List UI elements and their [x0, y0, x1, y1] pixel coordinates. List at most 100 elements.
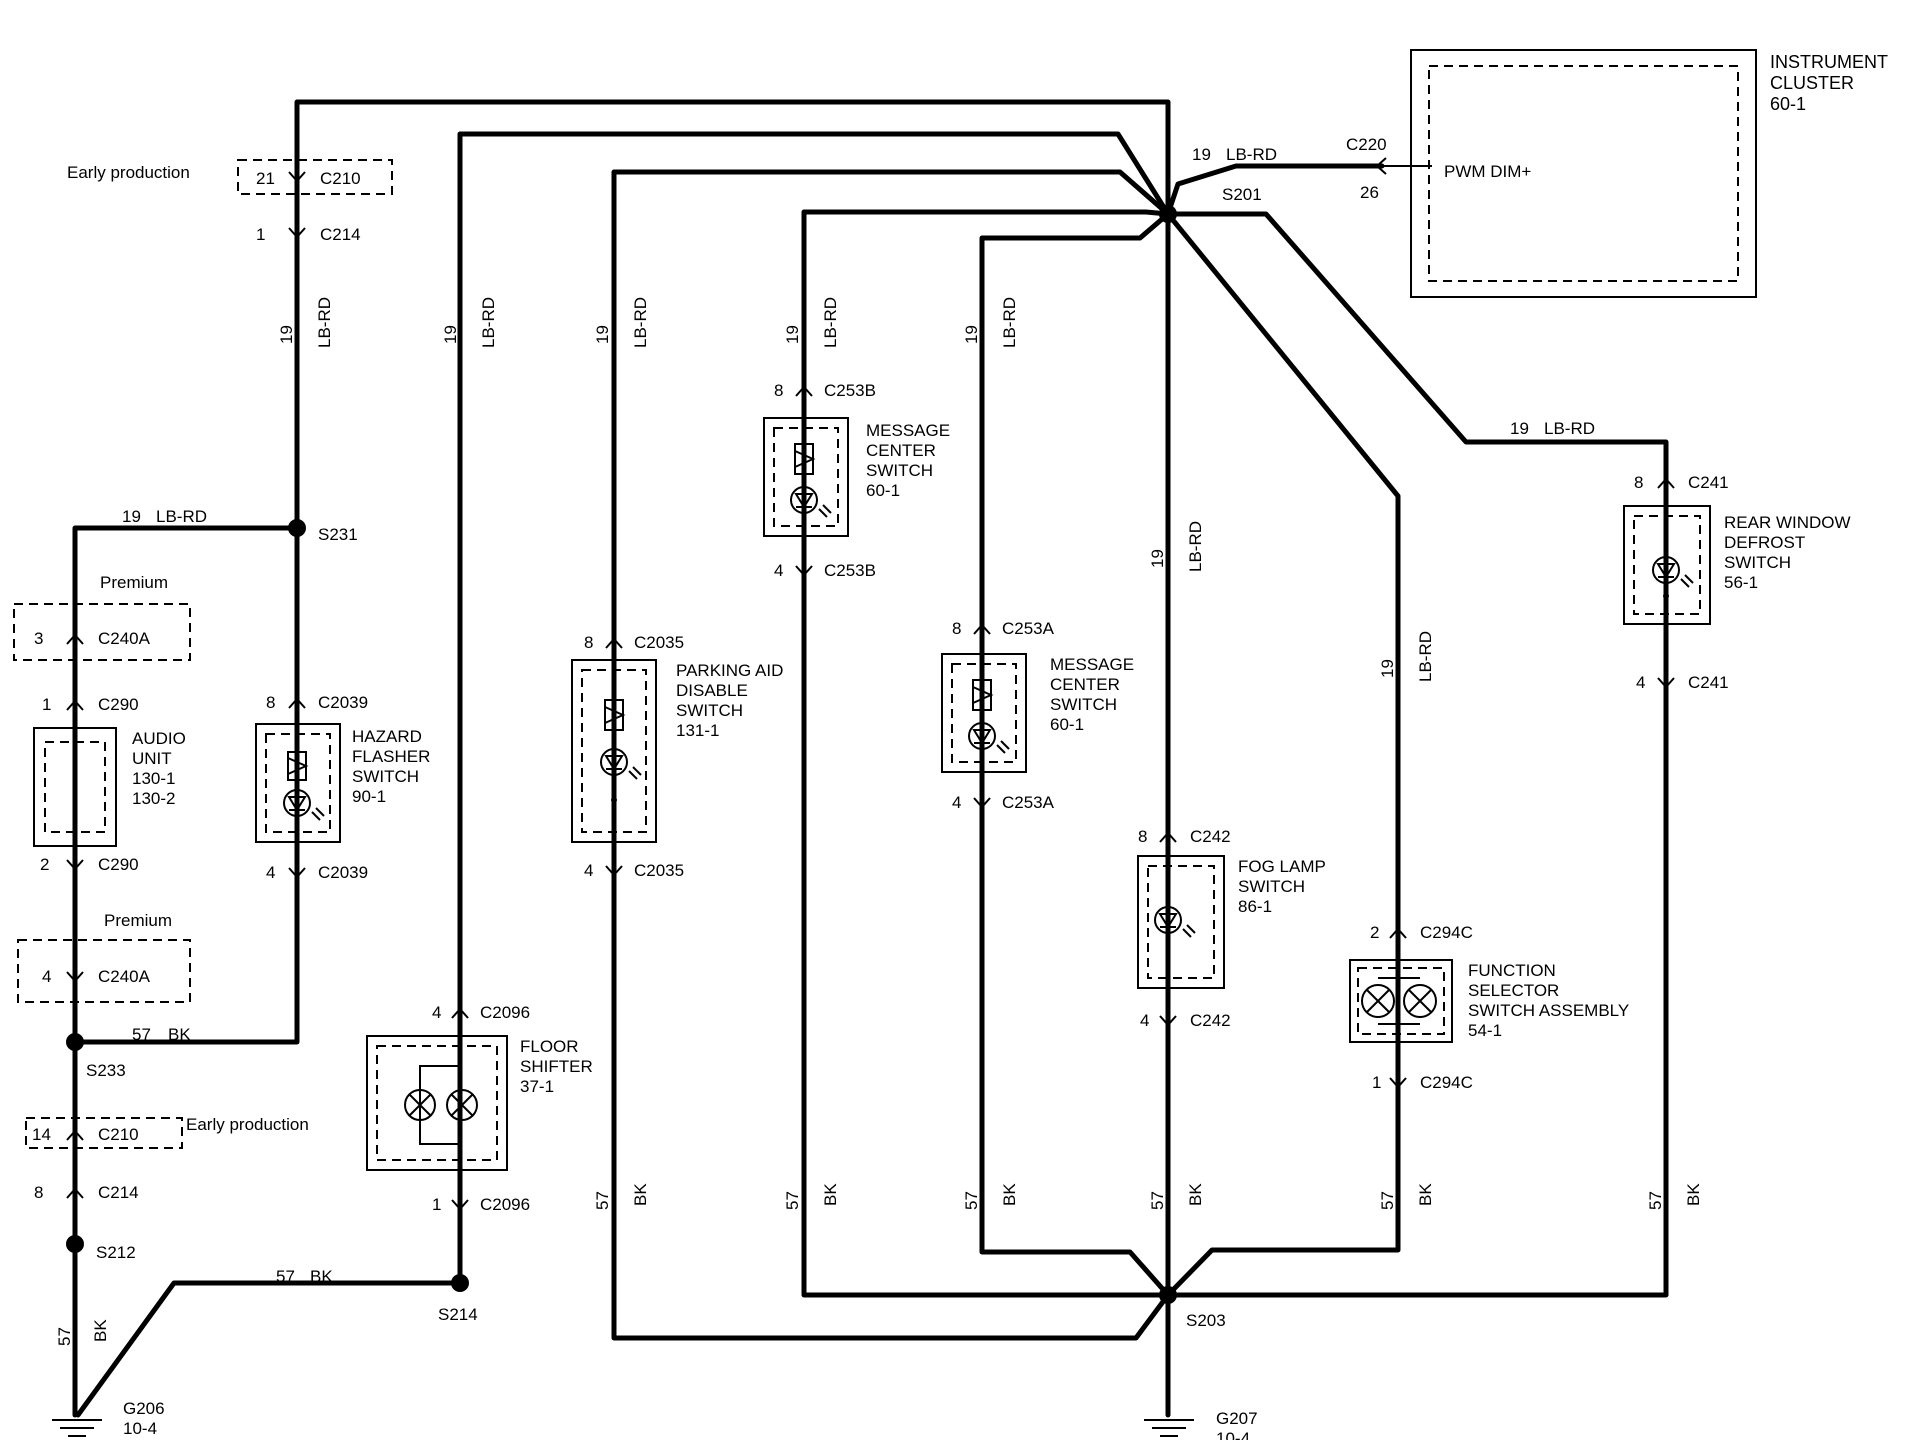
pin-4-c2035: 4 [584, 861, 593, 880]
ground-label-g207: G207 [1216, 1409, 1258, 1428]
connector-label-c242-top: C242 [1190, 827, 1231, 846]
function-selector-line3: SWITCH ASSEMBLY [1468, 1001, 1629, 1020]
wire-num-left: 19 [277, 325, 296, 344]
wire-color-parking: LB-RD [631, 297, 650, 348]
ground-ref-g206: 10-4 [123, 1419, 157, 1438]
hazard-flasher-line3: SWITCH [352, 767, 419, 786]
connector-label-c240a-top: C240A [98, 629, 151, 648]
splice-label-s212: S212 [96, 1243, 136, 1262]
wire-color-left: LB-RD [315, 297, 334, 348]
wire-s201-to-parking-aid [611, 169, 1171, 1341]
splice-label-s231: S231 [318, 525, 358, 544]
splice-label-s233: S233 [86, 1061, 126, 1080]
premium-box-bottom [17, 939, 191, 1003]
wire-num-parking: 19 [593, 325, 612, 344]
wire-color-s214: BK [310, 1267, 333, 1286]
connector-label-c240a-bottom: C240A [98, 967, 151, 986]
pin-8-c242: 8 [1138, 827, 1147, 846]
connector-label-c294c-bottom: C294C [1420, 1073, 1473, 1092]
wire-color-bk-parking: BK [631, 1183, 650, 1206]
pin-1-c214-top: 1 [256, 225, 265, 244]
parking-aid-line2: DISABLE [676, 681, 748, 700]
wire-s201-to-rear-defrost [1165, 211, 1669, 1298]
wire-s201-to-message-center-a [979, 211, 1171, 1298]
connector-label-c294c-top: C294C [1420, 923, 1473, 942]
pin-14-c210: 14 [32, 1125, 51, 1144]
parking-aid-ref: 131-1 [676, 721, 719, 740]
wire-num-floor: 19 [441, 325, 460, 344]
variant-early-production-top: Early production [67, 163, 190, 182]
wire-num-msgb: 19 [783, 325, 802, 344]
pin-8-c241: 8 [1634, 473, 1643, 492]
pin-8-c214: 8 [34, 1183, 43, 1202]
wire-num-s233: 57 [132, 1025, 151, 1044]
wire-s201-to-function-selector [1165, 211, 1401, 1298]
wire-num-fog: 19 [1148, 549, 1167, 568]
audio-unit-inner [44, 741, 106, 833]
connector-label-c214-bottom: C214 [98, 1183, 139, 1202]
pin-4-c253b: 4 [774, 561, 783, 580]
pin-1-c2096: 1 [432, 1195, 441, 1214]
ground-label-g206: G206 [123, 1399, 165, 1418]
wire-num-function: 19 [1378, 659, 1397, 678]
floor-shifter-ref: 37-1 [520, 1077, 554, 1096]
wire-color-floor: LB-RD [479, 297, 498, 348]
fog-lamp-switch [1137, 855, 1225, 989]
floor-shifter [366, 1035, 508, 1171]
splice-s214 [451, 1274, 469, 1292]
message-center-a-line1: MESSAGE [1050, 655, 1134, 674]
floor-shifter-line1: FLOOR [520, 1037, 579, 1056]
wire-num-s201-cluster: 19 [1192, 145, 1211, 164]
splice-s203 [1159, 1286, 1177, 1304]
wire-num-defrost: 19 [1510, 419, 1529, 438]
pin-26-c220: 26 [1360, 183, 1379, 202]
hazard-flasher-line1: HAZARD [352, 727, 422, 746]
message-center-a-line2: CENTER [1050, 675, 1120, 694]
message-center-b-line2: CENTER [866, 441, 936, 460]
rear-window-defrost-switch [1623, 505, 1711, 625]
wire-num-bk-function: 57 [1378, 1191, 1397, 1210]
wire-num-bk-msgb: 57 [783, 1191, 802, 1210]
parking-aid-line1: PARKING AID [676, 661, 783, 680]
hazard-flasher-switch [255, 723, 341, 843]
connector-label-c210-top: C210 [320, 169, 361, 188]
wire-color-bk-fog: BK [1186, 1183, 1205, 1206]
audio-unit-ref1: 130-1 [132, 769, 175, 788]
fog-lamp-ref: 86-1 [1238, 897, 1272, 916]
wire-color-g206: BK [91, 1319, 110, 1342]
floor-shifter-line2: SHIFTER [520, 1057, 593, 1076]
pin-1-c294c: 1 [1372, 1073, 1381, 1092]
message-center-b-ref: 60-1 [866, 481, 900, 500]
pin-4-c253a: 4 [952, 793, 961, 812]
connector-label-c214-top: C214 [320, 225, 361, 244]
pin-4-c242: 4 [1140, 1011, 1149, 1030]
wire-s231-to-audio [72, 525, 300, 1045]
wire-color-bk-defrost: BK [1684, 1183, 1703, 1206]
audio-unit-box [33, 727, 117, 847]
function-selector-switch-assembly [1349, 959, 1453, 1043]
pin-1-c290: 1 [42, 695, 51, 714]
ground-ref-g207: 10-4 [1216, 1429, 1250, 1440]
pin-21-c210: 21 [256, 169, 275, 188]
wire-color-fog: LB-RD [1186, 521, 1205, 572]
wire-s201-to-floor-shifter [457, 131, 1171, 1286]
hazard-flasher-ref: 90-1 [352, 787, 386, 806]
connector-label-c241-bottom: C241 [1688, 673, 1729, 692]
pin-4-c241: 4 [1636, 673, 1645, 692]
hazard-flasher-line2: FLASHER [352, 747, 430, 766]
wire-s201-to-instrument-cluster [1165, 163, 1385, 217]
rear-window-defrost-line3: SWITCH [1724, 553, 1791, 572]
instrument-cluster-line2: CLUSTER [1770, 73, 1854, 93]
wire-num-msga: 19 [962, 325, 981, 344]
connector-label-c2035-top: C2035 [634, 633, 684, 652]
wire-s214-to-g206 [75, 1280, 463, 1418]
function-selector-ref: 54-1 [1468, 1021, 1502, 1040]
wire-num-bk-fog: 57 [1148, 1191, 1167, 1210]
connector-label-c2096-top: C2096 [480, 1003, 530, 1022]
connector-label-c210-bottom: C210 [98, 1125, 139, 1144]
message-center-switch-a [941, 653, 1027, 773]
splice-s201 [1159, 205, 1177, 223]
wire-num-audio: 19 [122, 507, 141, 526]
variant-premium-top: Premium [100, 573, 168, 592]
connector-label-c290-bottom: C290 [98, 855, 139, 874]
